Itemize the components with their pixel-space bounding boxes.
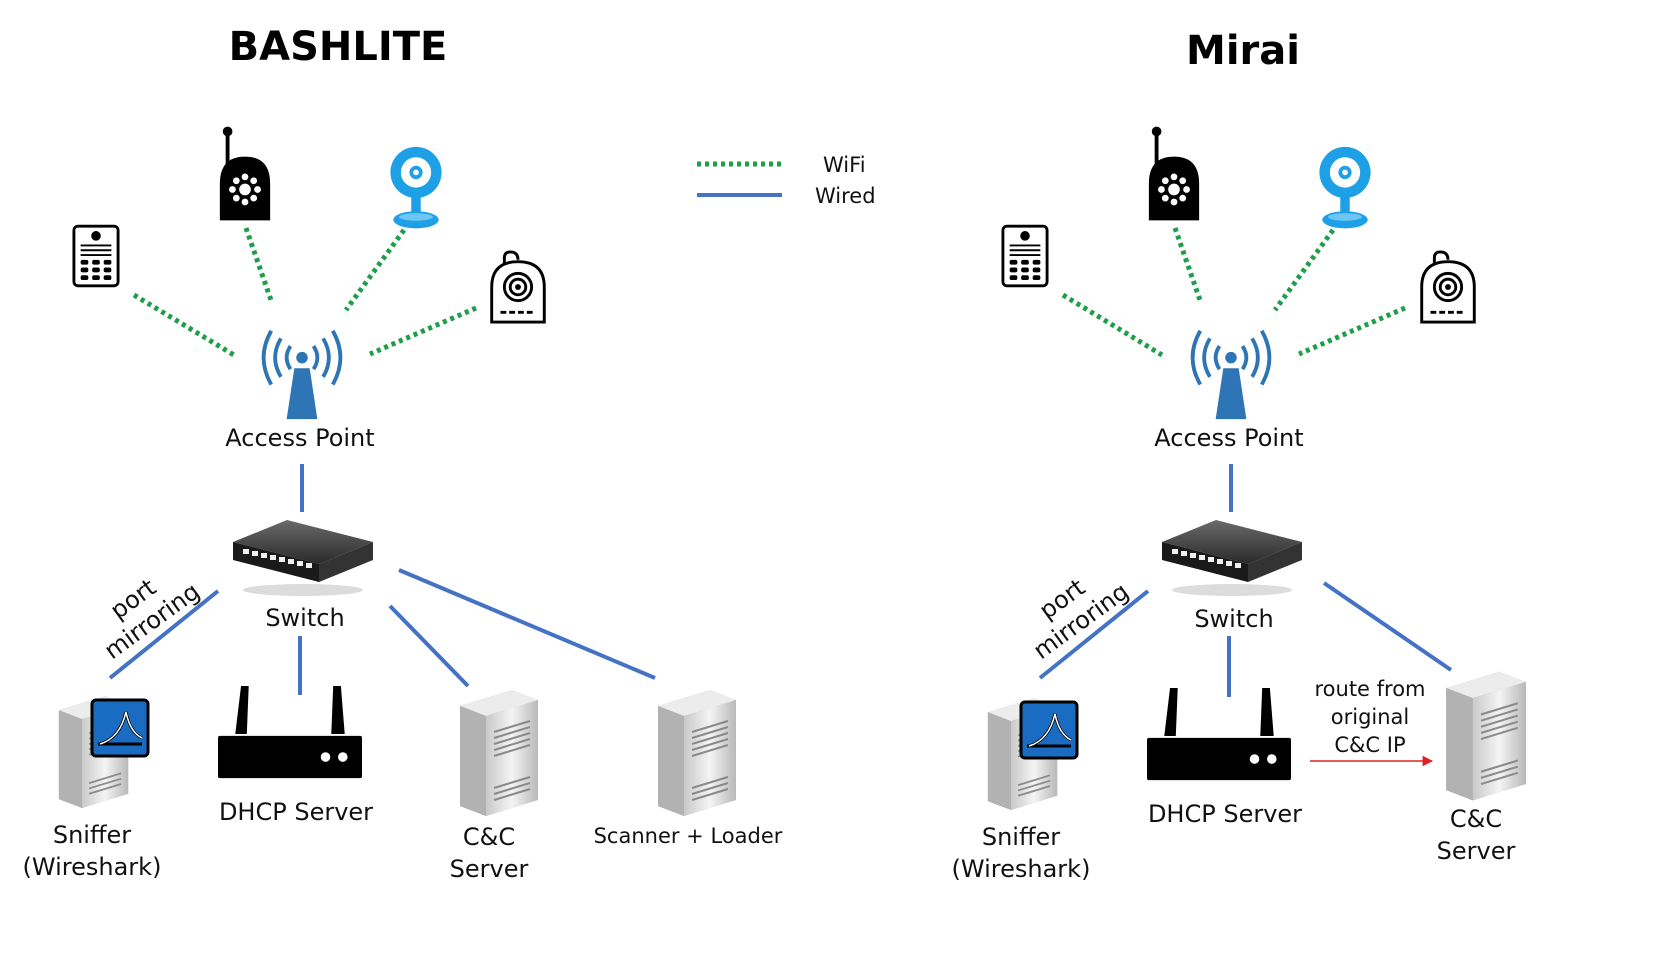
mirai-switch-label: Switch bbox=[1194, 605, 1273, 633]
wifi-link bbox=[1298, 305, 1406, 357]
doorbell-icon bbox=[1001, 224, 1049, 288]
webcam-icon bbox=[1420, 250, 1476, 324]
legend: WiFi Wired bbox=[697, 153, 876, 208]
legend-wired-label: Wired bbox=[815, 184, 876, 208]
wifi-link bbox=[243, 227, 275, 304]
route-label-line-2: original bbox=[1331, 705, 1410, 729]
mirai-dhcp-label: DHCP Server bbox=[1148, 800, 1302, 828]
wifi-link bbox=[1172, 227, 1204, 304]
wifi-link bbox=[343, 228, 407, 312]
bashlite-network: BASHLITE Access Point Switch port mirror… bbox=[23, 24, 783, 883]
server-icon bbox=[656, 688, 738, 818]
bashlite-sniffer-sub-label: (Wireshark) bbox=[23, 853, 162, 881]
server-icon bbox=[1445, 670, 1528, 802]
mirai-sniffer-sub-label: (Wireshark) bbox=[952, 855, 1091, 883]
mirai-access-point-label: Access Point bbox=[1154, 424, 1303, 452]
ip-camera-icon bbox=[1319, 146, 1371, 229]
wireshark-icon bbox=[90, 698, 150, 758]
router-icon bbox=[1147, 688, 1291, 781]
baby-monitor-icon bbox=[217, 125, 273, 223]
baby-monitor-icon bbox=[1146, 125, 1202, 223]
wifi-link bbox=[132, 292, 236, 358]
server-icon bbox=[458, 688, 540, 818]
bashlite-switch-label: Switch bbox=[265, 604, 344, 632]
route-label-line-1: route from bbox=[1314, 677, 1425, 701]
wifi-link bbox=[1061, 292, 1164, 358]
wired-link bbox=[398, 568, 656, 680]
wired-link bbox=[388, 604, 470, 688]
wifi-link bbox=[369, 305, 477, 357]
mirai-title: Mirai bbox=[1186, 28, 1300, 74]
bashlite-access-point-label: Access Point bbox=[225, 424, 374, 452]
mirai-sniffer-label: Sniffer bbox=[982, 823, 1060, 851]
mirai-cc-sub-label: Server bbox=[1437, 837, 1516, 865]
switch-icon bbox=[1162, 520, 1302, 596]
switch-icon bbox=[233, 520, 373, 596]
legend-wifi-label: WiFi bbox=[823, 153, 866, 177]
mirai-cc-label: C&C bbox=[1450, 805, 1502, 833]
bashlite-dhcp-label: DHCP Server bbox=[219, 798, 373, 826]
wired-link bbox=[108, 589, 220, 680]
access-point-icon bbox=[1190, 328, 1272, 422]
access-point-icon bbox=[261, 328, 343, 422]
mirai-network: Mirai Access Point Switch port mirroring… bbox=[952, 28, 1528, 883]
bashlite-title: BASHLITE bbox=[229, 24, 448, 70]
route-label-line-3: C&C IP bbox=[1334, 733, 1405, 757]
ip-camera-icon bbox=[390, 146, 442, 229]
router-icon bbox=[218, 686, 362, 779]
wifi-link bbox=[1272, 228, 1336, 312]
wired-link bbox=[1322, 581, 1453, 672]
bashlite-scanner-label: Scanner + Loader bbox=[594, 824, 783, 848]
wireshark-icon bbox=[1019, 700, 1079, 760]
bashlite-sniffer-label: Sniffer bbox=[53, 821, 131, 849]
wired-link bbox=[1038, 589, 1150, 680]
bashlite-cc-label: C&C bbox=[463, 823, 515, 851]
doorbell-icon bbox=[72, 224, 120, 288]
webcam-icon bbox=[490, 250, 546, 324]
bashlite-cc-sub-label: Server bbox=[450, 855, 529, 883]
